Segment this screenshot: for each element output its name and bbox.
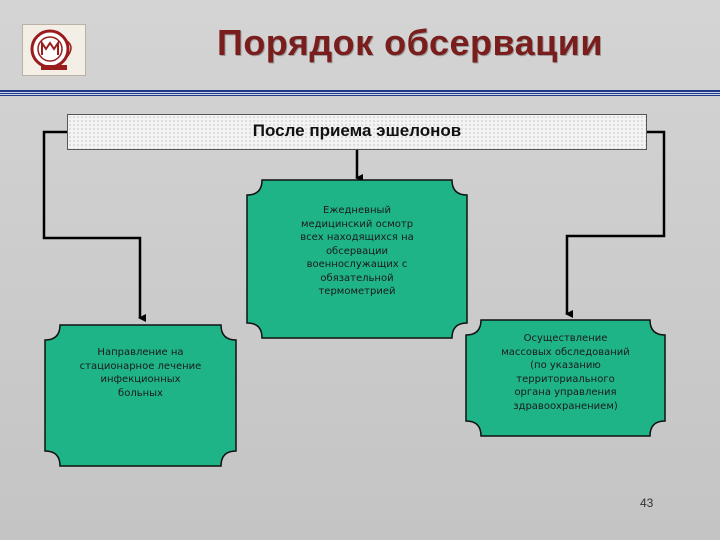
node-right-line: Осуществление (523, 333, 608, 344)
university-logo (22, 24, 86, 76)
page-number: 43 (640, 496, 654, 510)
node-center-line: военнослужащих с (306, 259, 408, 270)
node-center-line: термометрией (318, 286, 396, 297)
header-label: После приема эшелонов (252, 121, 462, 140)
node-right-line: территориального (516, 373, 615, 385)
connector-right (565, 130, 666, 318)
node-right: Осуществление массовых обследований (по … (466, 320, 665, 436)
node-right-text: Осуществление массовых обследований (по … (466, 332, 665, 413)
node-right-line: органа управления (514, 387, 617, 398)
node-left: Направление на стационарное лечение инфе… (45, 325, 236, 466)
node-left-line: инфекционных (100, 374, 181, 385)
node-center-shape (246, 179, 468, 339)
node-left-text: Направление на стационарное лечение инфе… (45, 346, 236, 400)
node-center-line: медицинский осмотр (300, 218, 414, 230)
node-right-line: здравоохранением) (513, 400, 618, 412)
node-left-line: Направление на (97, 347, 184, 358)
node-center-text: Ежедневный медицинский осмотр всех наход… (247, 204, 467, 299)
header-box: После приема эшелонов (67, 114, 647, 150)
node-center: Ежедневный медицинский осмотр всех наход… (247, 180, 467, 338)
connector-left (42, 130, 146, 322)
emblem-icon (30, 29, 72, 70)
node-right-line: (по указанию (530, 360, 601, 371)
node-right-shape (465, 319, 666, 437)
node-left-shape (44, 324, 237, 467)
node-left-line: больных (118, 387, 163, 399)
node-left-line: стационарное лечение (79, 360, 202, 372)
page-title: Порядок обсервации (216, 22, 604, 63)
title-divider (0, 90, 720, 98)
node-center-line: обязательной (320, 272, 394, 284)
node-center-line: обсервации (325, 245, 389, 257)
node-center-line: всех находящихся на (300, 232, 414, 243)
node-center-line: Ежедневный (323, 205, 391, 216)
node-right-line: массовых обследований (501, 346, 630, 358)
